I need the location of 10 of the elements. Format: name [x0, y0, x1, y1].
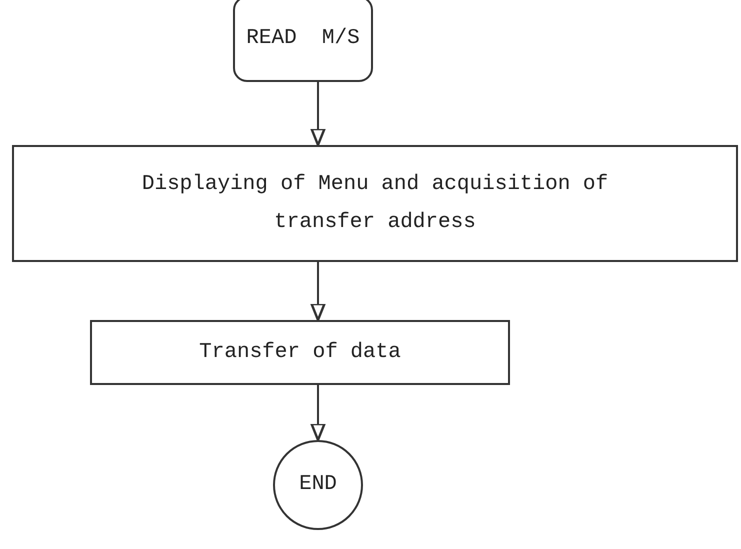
arrow [310, 385, 326, 442]
box-label: READ M/S [246, 26, 360, 52]
arrow [310, 82, 326, 146]
box-label: Transfer of data [199, 340, 401, 366]
process-box [90, 320, 510, 385]
process-box [12, 145, 738, 262]
box-label: Displaying of Menu and acquisition of transfer address [140, 172, 610, 236]
arrow [310, 262, 326, 322]
start-box [233, 0, 373, 82]
box-label: END [299, 472, 337, 498]
